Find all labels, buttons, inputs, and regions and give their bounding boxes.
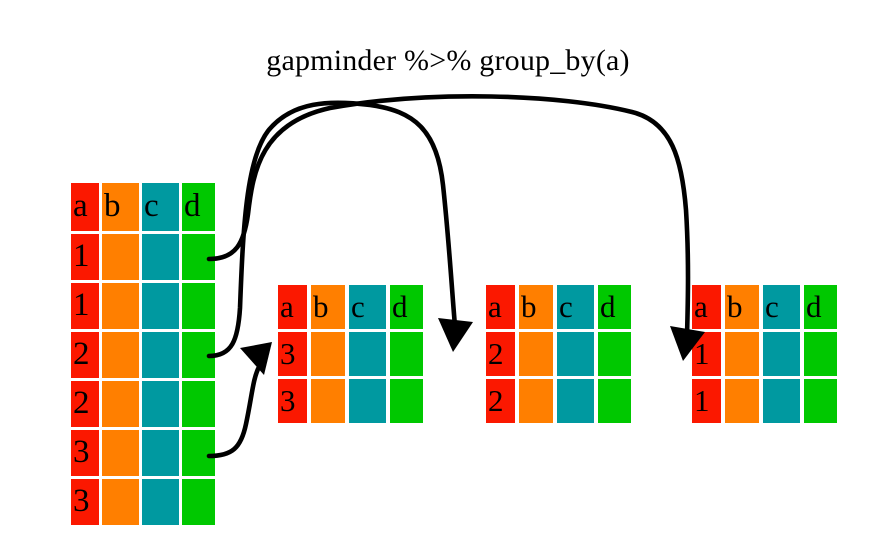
main-cell-a: 3: [71, 430, 99, 476]
group-cell-b: [519, 379, 553, 423]
group-header-cell-d: d: [390, 285, 423, 329]
table-row: 2: [486, 332, 631, 376]
main-cell-d: [182, 332, 215, 378]
table-row: 3: [71, 430, 215, 476]
flow-arrow-to-group-3: [206, 342, 272, 459]
group-cell-a: 1: [692, 379, 721, 423]
group-cell-d: [390, 332, 423, 376]
group-cell-b: [311, 379, 345, 423]
group-header-cell-c: c: [763, 285, 800, 329]
main-cell-a: 2: [71, 381, 99, 427]
group-cell-a: 2: [486, 379, 515, 423]
main-cell-c: [142, 332, 179, 378]
main-cell-d: [182, 234, 215, 280]
group-cell-c: [763, 379, 800, 423]
main-cell-c: [142, 283, 179, 329]
main-table-header-row: a b c d: [71, 183, 215, 231]
diagram-title: gapminder %>% group_by(a): [266, 44, 630, 77]
group-cell-d: [390, 379, 423, 423]
group-cell-b: [725, 379, 759, 423]
main-cell-d: [182, 479, 215, 525]
table-row: 1: [71, 283, 215, 329]
main-cell-d: [182, 283, 215, 329]
group-header-cell-d: d: [804, 285, 837, 329]
group-cell-b: [519, 332, 553, 376]
group-cell-c: [349, 332, 386, 376]
table-row: 1: [692, 332, 837, 376]
group-cell-d: [598, 379, 631, 423]
main-table: a b c d 1 1 2 2: [71, 183, 215, 525]
main-header-cell-b: b: [102, 183, 139, 231]
group-cell-a: 2: [486, 332, 515, 376]
group-header-cell-b: b: [519, 285, 553, 329]
main-cell-d: [182, 381, 215, 427]
group-table-3: a b c d 1 1: [692, 285, 837, 423]
main-cell-c: [142, 430, 179, 476]
group-table-header-row: a b c d: [278, 285, 423, 329]
table-row: 1: [71, 234, 215, 280]
table-row: 3: [278, 379, 423, 423]
group-header-cell-c: c: [557, 285, 594, 329]
main-cell-b: [102, 430, 139, 476]
group-cell-b: [311, 332, 345, 376]
main-cell-b: [102, 332, 139, 378]
table-row: 3: [278, 332, 423, 376]
group-cell-a: 1: [692, 332, 721, 376]
table-row: 3: [71, 479, 215, 525]
group-table-header-row: a b c d: [486, 285, 631, 329]
main-cell-c: [142, 479, 179, 525]
group-header-cell-d: d: [598, 285, 631, 329]
main-header-cell-a: a: [71, 183, 99, 231]
main-cell-b: [102, 381, 139, 427]
group-cell-c: [557, 332, 594, 376]
group-cell-c: [349, 379, 386, 423]
main-cell-a: 2: [71, 332, 99, 378]
main-header-cell-d: d: [182, 183, 215, 231]
group-header-cell-c: c: [349, 285, 386, 329]
group-header-cell-a: a: [486, 285, 515, 329]
group-cell-d: [804, 379, 837, 423]
group-table-1: a b c d 3 3: [278, 285, 423, 423]
main-cell-c: [142, 381, 179, 427]
main-cell-b: [102, 234, 139, 280]
group-cell-a: 3: [278, 379, 307, 423]
group-cell-a: 3: [278, 332, 307, 376]
group-cell-d: [804, 332, 837, 376]
main-cell-b: [102, 283, 139, 329]
table-row: 2: [486, 379, 631, 423]
main-cell-a: 1: [71, 283, 99, 329]
group-header-cell-a: a: [692, 285, 721, 329]
main-cell-d: [182, 430, 215, 476]
main-cell-b: [102, 479, 139, 525]
group-cell-b: [725, 332, 759, 376]
main-header-cell-c: c: [142, 183, 179, 231]
group-cell-c: [557, 379, 594, 423]
main-cell-a: 1: [71, 234, 99, 280]
table-row: 1: [692, 379, 837, 423]
group-header-cell-b: b: [725, 285, 759, 329]
table-row: 2: [71, 332, 215, 378]
group-table-header-row: a b c d: [692, 285, 837, 329]
table-row: 2: [71, 381, 215, 427]
group-table-2: a b c d 2 2: [486, 285, 631, 423]
group-cell-d: [598, 332, 631, 376]
group-header-cell-a: a: [278, 285, 307, 329]
main-cell-a: 3: [71, 479, 99, 525]
group-cell-c: [763, 332, 800, 376]
main-cell-c: [142, 234, 179, 280]
group-header-cell-b: b: [311, 285, 345, 329]
